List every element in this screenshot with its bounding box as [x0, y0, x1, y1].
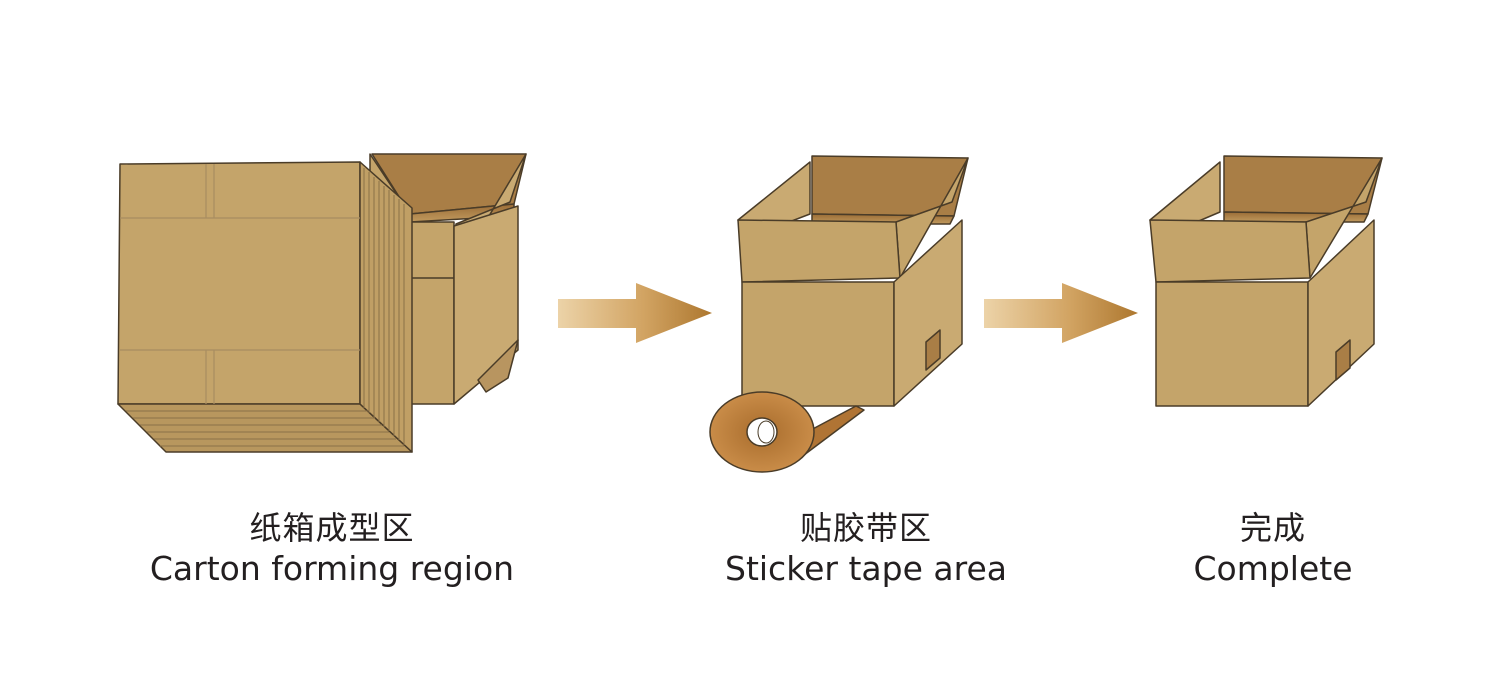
tape-roll-icon: [709, 391, 865, 473]
arrow-right-icon: [984, 283, 1138, 343]
step-label-en: Sticker tape area: [725, 549, 1007, 588]
step-caption-complete: 完成 Complete: [1173, 512, 1373, 585]
step-label-zh: 完成: [1239, 509, 1306, 547]
step-caption-sticker-tape: 贴胶带区 Sticker tape area: [716, 512, 1016, 585]
sticker-tape-illustration: [709, 155, 969, 473]
open-box-icon: [737, 155, 969, 407]
flat-carton-stack-icon: [117, 161, 413, 453]
step-label-zh: 纸箱成型区: [249, 509, 415, 547]
step-caption-carton-forming: 纸箱成型区 Carton forming region: [132, 512, 532, 585]
carton-forming-illustration: [117, 153, 527, 453]
step-label-zh: 贴胶带区: [799, 509, 932, 547]
arrow-right-icon: [558, 283, 712, 343]
completed-box-illustration: [1149, 155, 1383, 407]
step-label-en: Carton forming region: [149, 549, 515, 588]
step-label-en: Complete: [1193, 549, 1353, 588]
